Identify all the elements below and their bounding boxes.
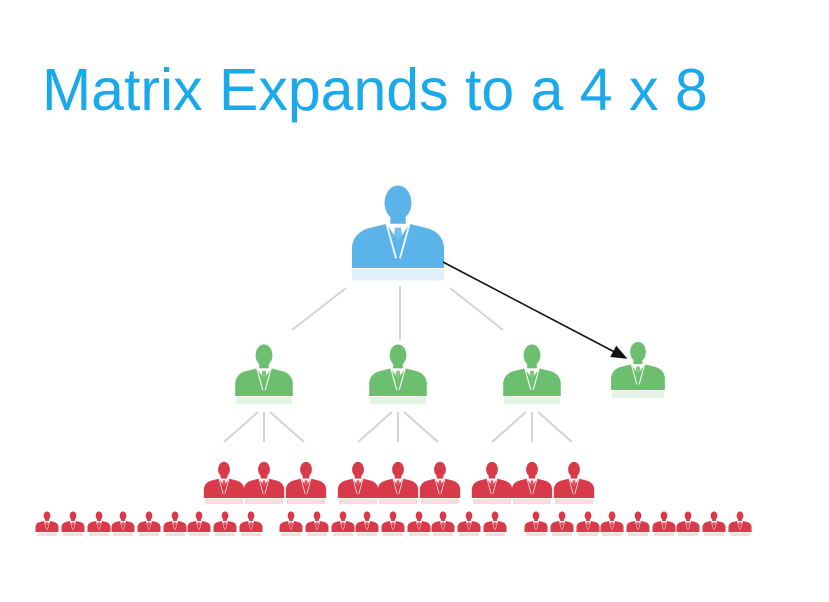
added-level1-person-icon — [611, 341, 665, 390]
bottom-person-icon — [728, 511, 752, 532]
bottom-person-icon-reflection — [433, 533, 453, 536]
bottom-person-icon-reflection — [678, 533, 698, 536]
bottom-person-icon — [600, 511, 624, 532]
level2-person-icon-reflection — [555, 499, 593, 505]
level2-person-icon — [243, 461, 285, 498]
connector-level1-right — [269, 411, 305, 443]
page-title: Matrix Expands to a 4 x 8 — [42, 57, 708, 123]
bottom-person-icon-reflection — [409, 533, 429, 536]
bottom-person-icon — [355, 511, 379, 532]
level2-person-icon — [553, 461, 595, 498]
bottom-person-icon-reflection — [37, 533, 57, 536]
connector-top-right — [449, 287, 504, 331]
bottom-person-icon — [331, 511, 355, 532]
level2-person-icon-reflection — [287, 499, 325, 505]
bottom-person-icon-reflection — [89, 533, 109, 536]
added-level1-person-icon-reflection — [612, 391, 664, 398]
bottom-person-icon-reflection — [552, 533, 572, 536]
connector-level1-left — [491, 411, 527, 443]
bottom-person-icon-reflection — [704, 533, 724, 536]
level1-person-icon-reflection — [236, 397, 292, 405]
bottom-person-icon-reflection — [578, 533, 598, 536]
bottom-person-icon-reflection — [602, 533, 622, 536]
connector-lines — [223, 286, 573, 443]
bottom-person-icon-reflection — [628, 533, 648, 536]
level2-person-icon-reflection — [245, 499, 283, 505]
bottom-person-icon — [111, 511, 135, 532]
top-person-icon — [351, 185, 445, 268]
bottom-person-icon-reflection — [459, 533, 479, 536]
bottom-person-icon-reflection — [165, 533, 185, 536]
level1-person-icon — [235, 344, 293, 396]
bottom-person-icon-reflection — [383, 533, 403, 536]
bottom-person-icon — [213, 511, 237, 532]
bottom-person-icon-reflection — [654, 533, 674, 536]
bottom-person-icon — [550, 511, 574, 532]
bottom-person-icon-reflection — [139, 533, 159, 536]
bottom-person-icon — [381, 511, 405, 532]
level2-person-icon — [419, 461, 461, 498]
connector-level1-left — [357, 411, 393, 443]
bottom-person-icon — [431, 511, 455, 532]
bottom-person-icon-reflection — [357, 533, 377, 536]
level2-person-icon — [203, 461, 245, 498]
people-group — [35, 185, 752, 536]
level2-person-icon — [285, 461, 327, 498]
level2-person-icon-reflection — [421, 499, 459, 505]
connector-level1-right — [537, 411, 573, 443]
expansion-arrow — [442, 261, 628, 359]
bottom-person-icon — [483, 511, 507, 532]
bottom-person-icon-reflection — [730, 533, 750, 536]
level2-person-icon — [377, 461, 419, 498]
level2-person-icon-reflection — [205, 499, 243, 505]
bottom-person-icon — [61, 511, 85, 532]
bottom-person-icon — [163, 511, 187, 532]
bottom-person-icon — [137, 511, 161, 532]
bottom-person-icon-reflection — [281, 533, 301, 536]
bottom-person-icon-reflection — [485, 533, 505, 536]
bottom-person-icon — [676, 511, 700, 532]
bottom-person-icon-reflection — [526, 533, 546, 536]
level1-person-icon-reflection — [370, 397, 426, 405]
bottom-person-icon — [457, 511, 481, 532]
bottom-person-icon — [279, 511, 303, 532]
bottom-person-icon-reflection — [333, 533, 353, 536]
bottom-person-icon — [305, 511, 329, 532]
bottom-person-icon — [35, 511, 59, 532]
bottom-person-icon-reflection — [189, 533, 209, 536]
bottom-person-icon-reflection — [307, 533, 327, 536]
bottom-person-icon-reflection — [215, 533, 235, 536]
bottom-person-icon — [702, 511, 726, 532]
bottom-person-icon-reflection — [241, 533, 261, 536]
level2-person-icon — [471, 461, 513, 498]
bottom-person-icon — [187, 511, 211, 532]
bottom-person-icon-reflection — [113, 533, 133, 536]
connector-level1-left — [223, 411, 259, 443]
bottom-person-icon — [652, 511, 676, 532]
level1-person-icon — [369, 344, 427, 396]
bottom-person-icon-reflection — [63, 533, 83, 536]
level2-person-icon-reflection — [513, 499, 551, 505]
bottom-person-icon — [576, 511, 600, 532]
level2-person-icon-reflection — [473, 499, 511, 505]
bottom-person-icon — [87, 511, 111, 532]
level1-person-icon — [503, 344, 561, 396]
bottom-person-icon — [524, 511, 548, 532]
level2-person-icon — [337, 461, 379, 498]
level1-person-icon-reflection — [504, 397, 560, 405]
top-person-icon-reflection — [352, 269, 444, 281]
level2-person-icon — [511, 461, 553, 498]
level2-person-icon-reflection — [379, 499, 417, 505]
level2-person-icon-reflection — [339, 499, 377, 505]
connector-top-left — [291, 287, 347, 331]
bottom-person-icon — [407, 511, 431, 532]
connector-level1-right — [403, 411, 439, 443]
bottom-person-icon — [626, 511, 650, 532]
bottom-person-icon — [239, 511, 263, 532]
